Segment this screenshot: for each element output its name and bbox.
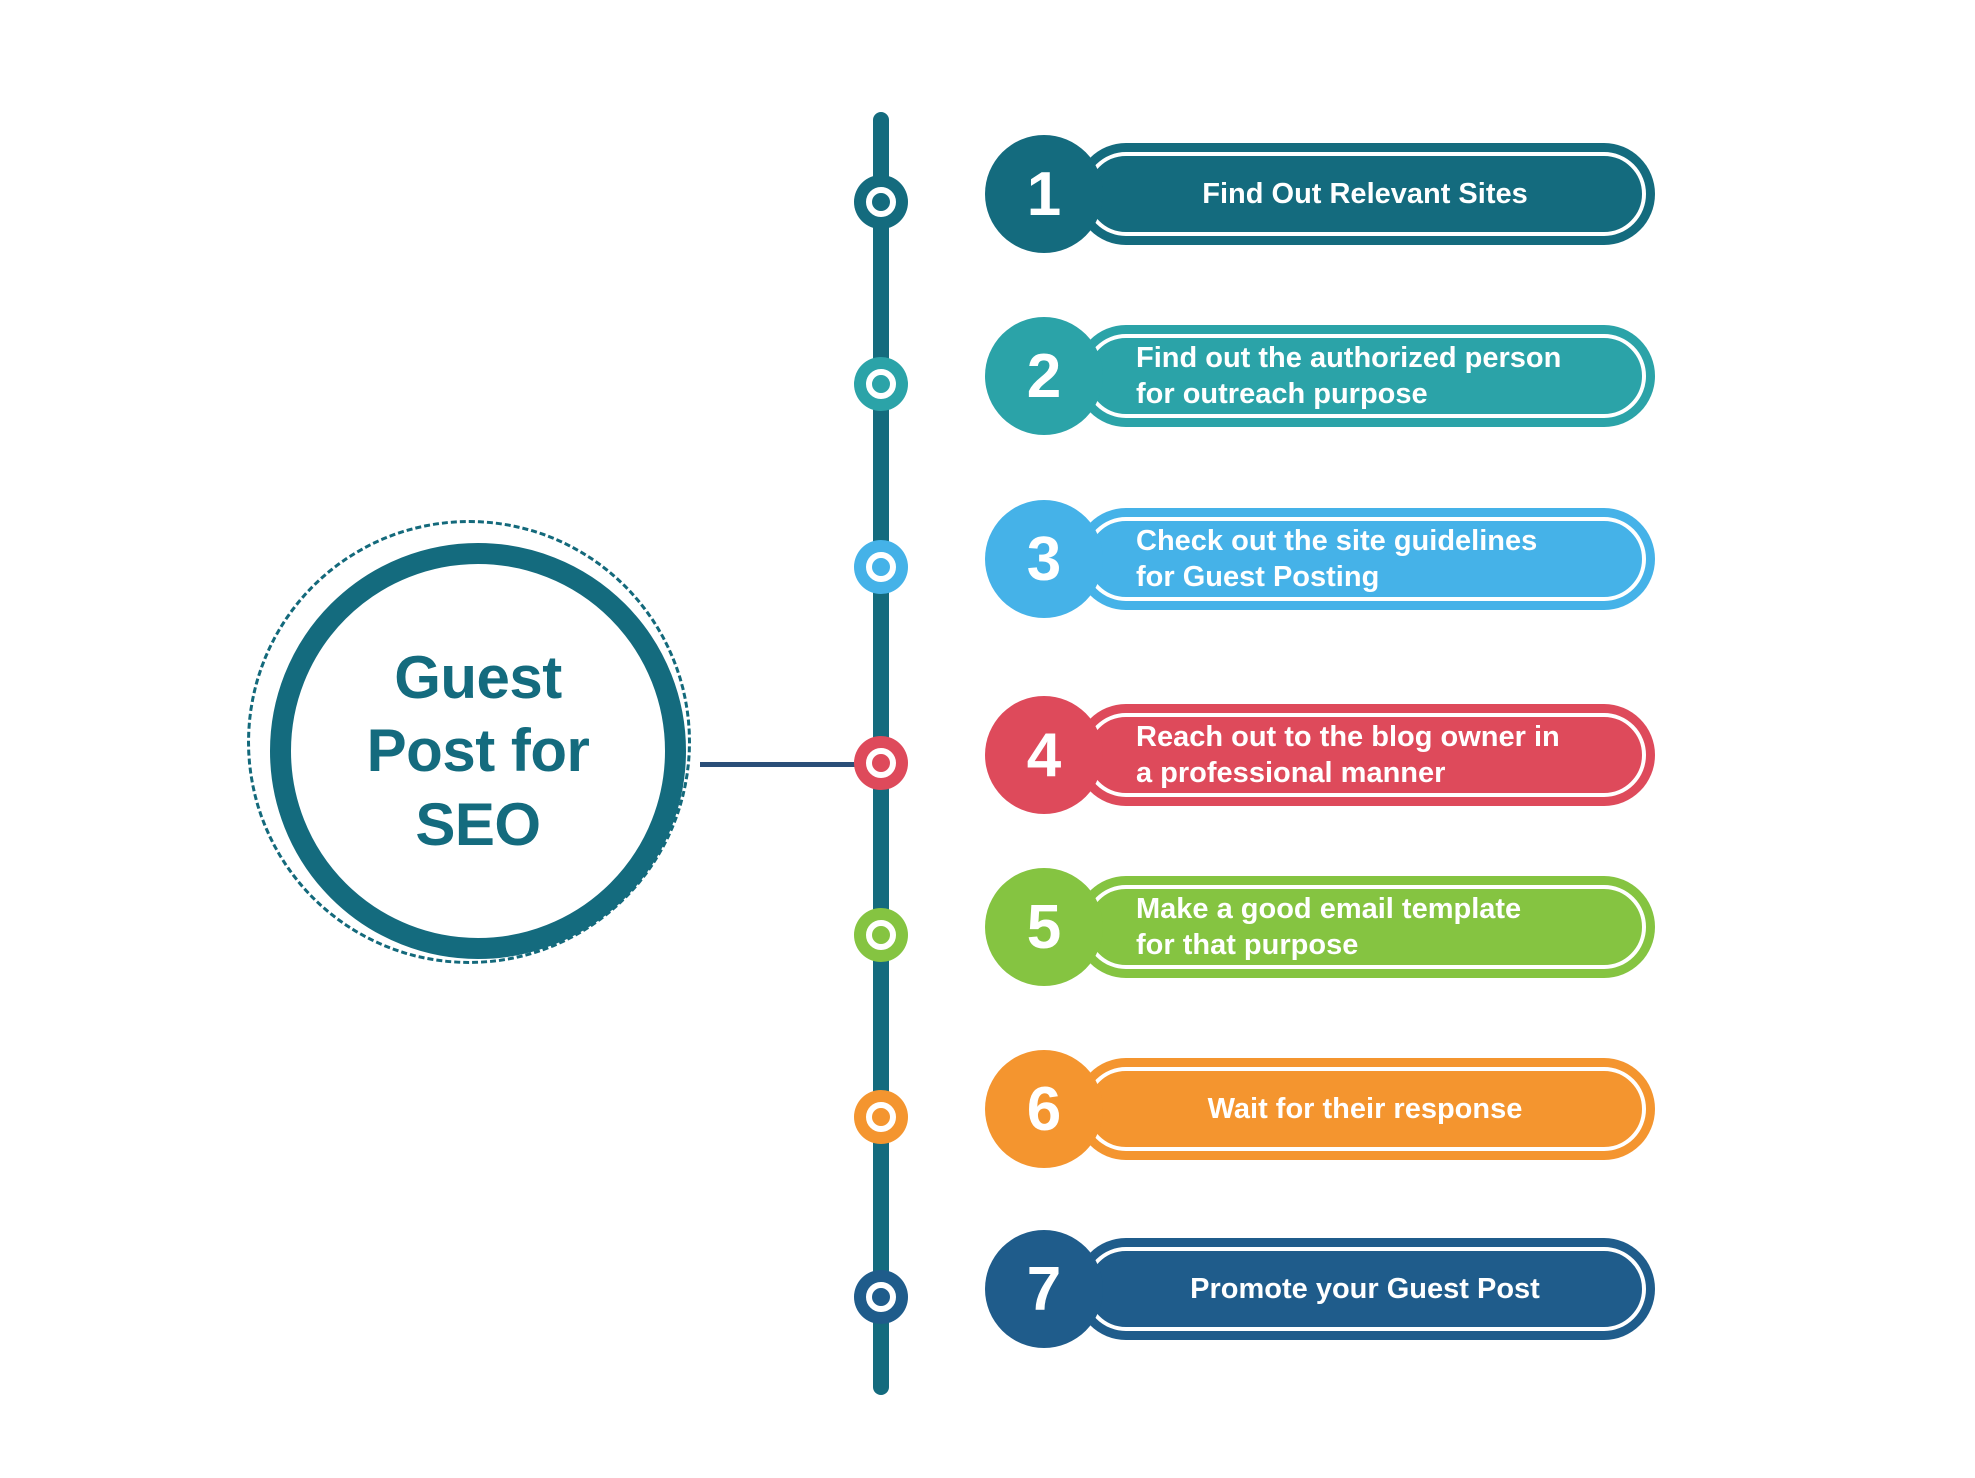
step-pill-inner-6: Wait for their response — [1084, 1067, 1646, 1151]
step-row-1[interactable]: Find Out Relevant Sites 1 — [985, 135, 1685, 253]
step-pill-inner-1: Find Out Relevant Sites — [1084, 152, 1646, 236]
step-number-5[interactable]: 5 — [985, 868, 1103, 986]
step-label-line: for Guest Posting — [1136, 561, 1380, 593]
hub-circle: Guest Post for SEO — [247, 520, 697, 970]
step-row-5[interactable]: Make a good email template for that purp… — [985, 868, 1685, 986]
timeline-marker-ring — [866, 369, 896, 399]
step-label-5: Make a good email template for that purp… — [1088, 891, 1642, 964]
step-row-6[interactable]: Wait for their response 6 — [985, 1050, 1685, 1168]
step-pill-inner-2: Find out the authorized person for outre… — [1084, 334, 1646, 418]
timeline-marker-5[interactable] — [854, 908, 908, 962]
timeline-marker-7[interactable] — [854, 1270, 908, 1324]
step-label-4: Reach out to the blog owner in a profess… — [1088, 719, 1642, 792]
timeline-marker-3[interactable] — [854, 540, 908, 594]
timeline-marker-ring — [866, 552, 896, 582]
step-label-line: Reach out to the blog owner in — [1136, 720, 1560, 753]
step-number-7[interactable]: 7 — [985, 1230, 1103, 1348]
step-pill-3[interactable]: Check out the site guidelines for Guest … — [1075, 508, 1655, 610]
timeline-marker-4[interactable] — [854, 736, 908, 790]
step-label-line: Check out the site guidelines — [1136, 524, 1538, 557]
step-label-line: Find Out Relevant Sites — [1202, 177, 1528, 210]
step-pill-inner-3: Check out the site guidelines for Guest … — [1084, 517, 1646, 601]
timeline-marker-ring — [866, 1282, 896, 1312]
timeline-marker-ring — [866, 187, 896, 217]
step-label-6: Wait for their response — [1088, 1091, 1642, 1127]
step-label-line: for that purpose — [1136, 929, 1359, 961]
timeline-marker-1[interactable] — [854, 175, 908, 229]
step-label-3: Check out the site guidelines for Guest … — [1088, 523, 1642, 596]
step-pill-6[interactable]: Wait for their response — [1075, 1058, 1655, 1160]
step-pill-1[interactable]: Find Out Relevant Sites — [1075, 143, 1655, 245]
step-row-7[interactable]: Promote your Guest Post 7 — [985, 1230, 1685, 1348]
step-number-4[interactable]: 4 — [985, 696, 1103, 814]
hub-title-line-1: Guest — [394, 644, 562, 712]
step-pill-inner-4: Reach out to the blog owner in a profess… — [1084, 713, 1646, 797]
step-pill-7[interactable]: Promote your Guest Post — [1075, 1238, 1655, 1340]
step-label-line: Promote your Guest Post — [1190, 1272, 1540, 1305]
step-pill-5[interactable]: Make a good email template for that purp… — [1075, 876, 1655, 978]
hub-dashed-ring — [247, 520, 691, 964]
timeline-marker-ring — [866, 1102, 896, 1132]
step-label-line: Wait for their response — [1207, 1092, 1523, 1125]
step-number-1[interactable]: 1 — [985, 135, 1103, 253]
hub-to-timeline-connector — [700, 762, 892, 767]
step-row-4[interactable]: Reach out to the blog owner in a profess… — [985, 696, 1685, 814]
step-pill-inner-7: Promote your Guest Post — [1084, 1247, 1646, 1331]
step-label-line: Make a good email template — [1136, 892, 1522, 925]
step-label-line: for outreach purpose — [1136, 378, 1428, 410]
step-pill-4[interactable]: Reach out to the blog owner in a profess… — [1075, 704, 1655, 806]
timeline-marker-6[interactable] — [854, 1090, 908, 1144]
step-label-1: Find Out Relevant Sites — [1088, 176, 1642, 212]
step-label-2: Find out the authorized person for outre… — [1088, 340, 1642, 413]
step-label-7: Promote your Guest Post — [1088, 1271, 1642, 1307]
timeline-marker-ring — [866, 920, 896, 950]
timeline-marker-2[interactable] — [854, 357, 908, 411]
step-row-2[interactable]: Find out the authorized person for outre… — [985, 317, 1685, 435]
step-number-6[interactable]: 6 — [985, 1050, 1103, 1168]
step-number-3[interactable]: 3 — [985, 500, 1103, 618]
step-row-3[interactable]: Check out the site guidelines for Guest … — [985, 500, 1685, 618]
hub-title-line-3: SEO — [415, 790, 541, 858]
step-pill-inner-5: Make a good email template for that purp… — [1084, 885, 1646, 969]
hub-title: Guest Post for SEO — [270, 543, 686, 959]
step-pill-2[interactable]: Find out the authorized person for outre… — [1075, 325, 1655, 427]
step-label-line: a professional manner — [1136, 757, 1446, 789]
step-label-line: Find out the authorized person — [1136, 341, 1562, 374]
step-number-2[interactable]: 2 — [985, 317, 1103, 435]
hub-title-line-2: Post for — [366, 717, 590, 785]
timeline-marker-ring — [866, 748, 896, 778]
